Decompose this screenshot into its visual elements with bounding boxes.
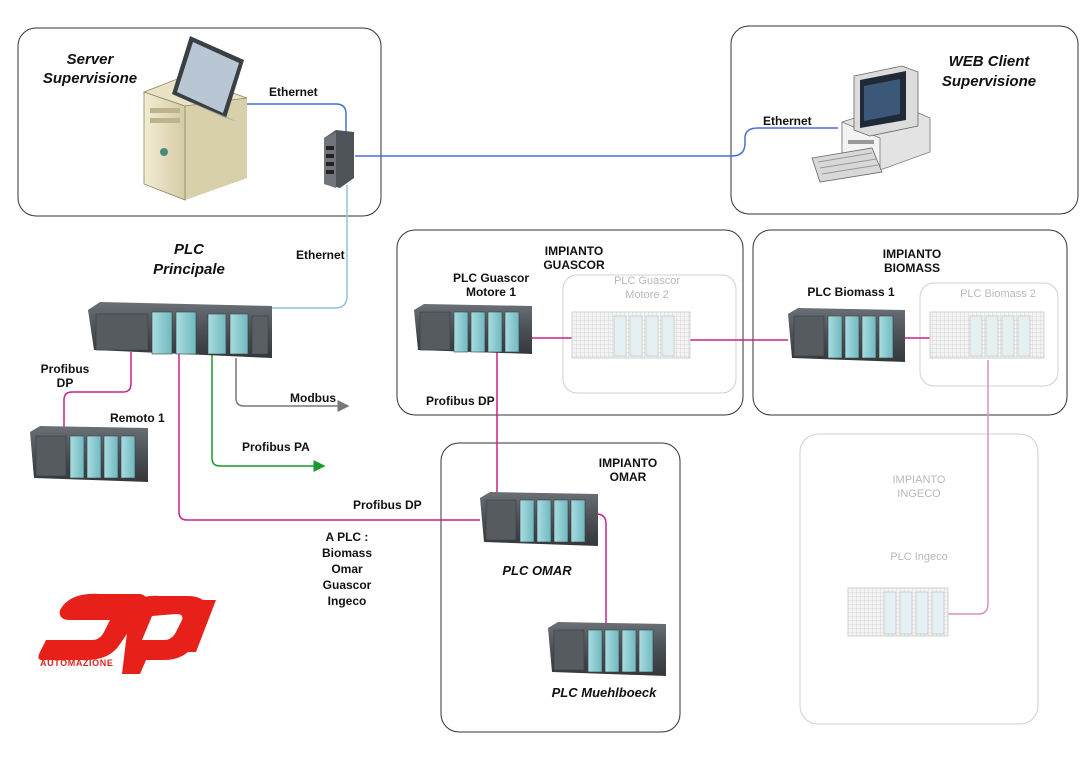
profibus-dp-guascor-label: Profibus DP bbox=[426, 394, 495, 408]
plc-muehlboeck-rack bbox=[548, 622, 666, 676]
plc-principale-title-1: PLC bbox=[174, 241, 205, 258]
plc-biomass-1-rack bbox=[788, 308, 905, 362]
plc-omar-rack bbox=[480, 492, 598, 546]
profibus-pa-label: Profibus PA bbox=[242, 440, 310, 454]
muehlboeck-label: PLC Muehlboeck bbox=[552, 685, 658, 700]
profibus-dp-omar-label: Profibus DP bbox=[353, 498, 422, 512]
modbus-label: Modbus bbox=[290, 391, 336, 405]
profibus-dp-remoto-line bbox=[63, 352, 132, 458]
guascor-1-label-1: PLC Guascor bbox=[453, 271, 529, 285]
biomass-2-label: PLC Biomass 2 bbox=[960, 288, 1036, 300]
profibus-dp-remoto-label-2: DP bbox=[57, 376, 74, 390]
omar-title-1: IMPIANTO bbox=[599, 456, 657, 470]
sapi-logo: AUTOMAZIONE bbox=[38, 593, 216, 674]
biomass-1-label: PLC Biomass 1 bbox=[807, 285, 895, 299]
ethernet-client-label: Ethernet bbox=[763, 114, 812, 128]
ingeco-title-1: IMPIANTO bbox=[893, 474, 946, 486]
note-line-4: Guascor bbox=[323, 578, 372, 592]
logo-word: AUTOMAZIONE bbox=[40, 658, 113, 668]
plc-biomass-2-rack-faded bbox=[929, 311, 1045, 359]
web-client-title-1: WEB Client bbox=[949, 53, 1031, 70]
profibus-dp-omar-line bbox=[178, 350, 480, 521]
plc-principale-title-2: Principale bbox=[153, 261, 225, 278]
ingeco-label: PLC Ingeco bbox=[890, 551, 947, 563]
profibus-pa-arrow bbox=[211, 350, 326, 472]
guascor-box bbox=[396, 229, 744, 416]
guascor-title-2: GUASCOR bbox=[543, 258, 605, 272]
guascor-2-faded-box bbox=[562, 274, 737, 394]
plc-principale-rack bbox=[88, 302, 272, 358]
guascor-2-label-1: PLC Guascor bbox=[614, 275, 680, 287]
modbus-arrow bbox=[235, 358, 350, 412]
server-title-2: Supervisione bbox=[43, 70, 137, 87]
note-line-5: Ingeco bbox=[328, 594, 367, 608]
ethernet-plc-label: Ethernet bbox=[296, 248, 345, 262]
web-client-title-2: Supervisione bbox=[942, 73, 1036, 90]
ingeco-title-2: INGECO bbox=[897, 488, 941, 500]
plc-ingeco-rack-faded bbox=[847, 587, 949, 637]
note-line-1: A PLC : bbox=[326, 530, 369, 544]
guascor-1-label-2: Motore 1 bbox=[466, 285, 516, 299]
ingeco-box bbox=[799, 433, 1039, 725]
guascor-2-label-2: Motore 2 bbox=[625, 289, 668, 301]
server-computer-icon bbox=[142, 36, 248, 201]
biomass-2-faded-box bbox=[919, 282, 1059, 387]
server-title-1: Server bbox=[67, 51, 115, 68]
plc-guascor-1-rack bbox=[414, 304, 532, 354]
ethernet-server-line bbox=[242, 103, 347, 140]
remoto-label: Remoto 1 bbox=[110, 411, 165, 425]
omar-label: PLC OMAR bbox=[502, 563, 572, 578]
biomass-ingeco-line bbox=[944, 360, 989, 615]
biomass-title-2: BIOMASS bbox=[884, 261, 940, 275]
note-line-3: Omar bbox=[331, 562, 363, 576]
ethernet-client-line bbox=[355, 127, 838, 157]
note-line-2: Biomass bbox=[322, 546, 372, 560]
ethernet-server-label: Ethernet bbox=[269, 85, 318, 99]
profibus-dp-remoto-label-1: Profibus bbox=[41, 362, 90, 376]
ethernet-plc-line bbox=[232, 185, 348, 309]
plc-remoto-rack bbox=[30, 426, 148, 482]
biomass-title-1: IMPIANTO bbox=[883, 247, 941, 261]
plc-guascor-2-rack-faded bbox=[571, 311, 691, 359]
guascor-title-1: IMPIANTO bbox=[545, 244, 603, 258]
omar-title-2: OMAR bbox=[610, 470, 647, 484]
ethernet-switch-icon bbox=[324, 130, 354, 188]
desktop-computer-icon bbox=[811, 65, 931, 183]
